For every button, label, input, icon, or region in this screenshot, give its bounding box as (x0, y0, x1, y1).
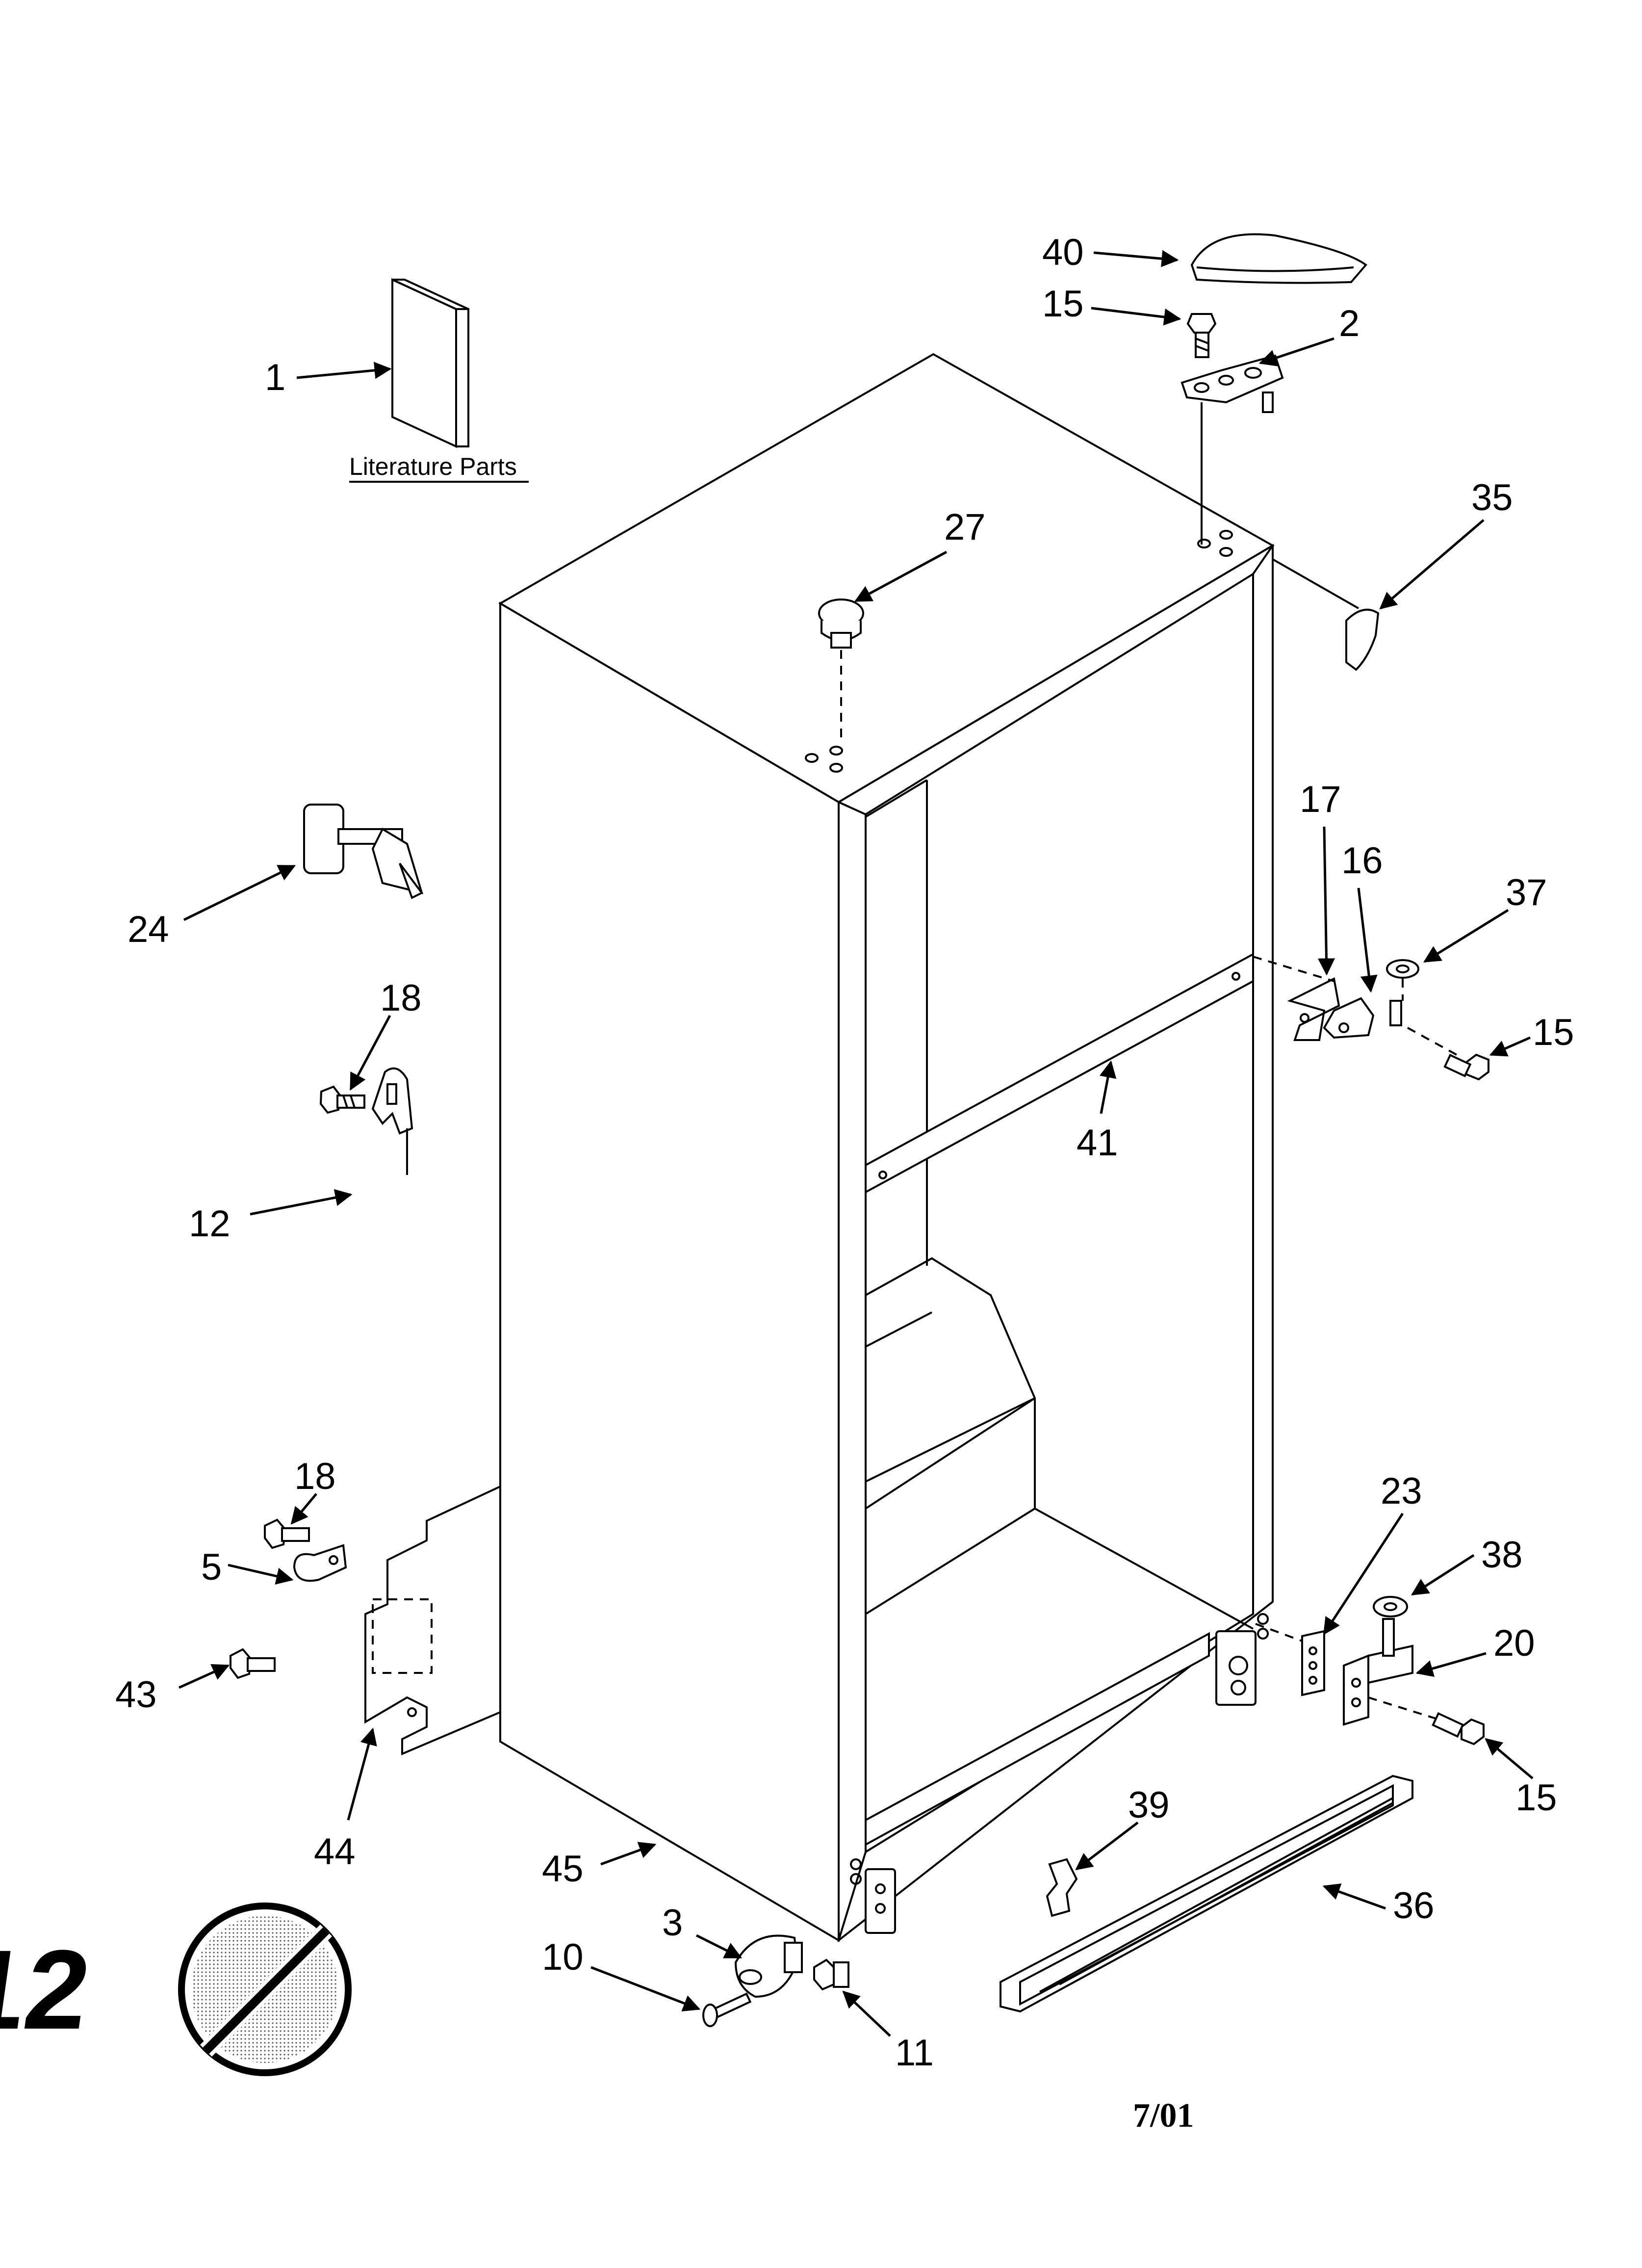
callout-36: 36 (1393, 1885, 1435, 1927)
center-hinge-bracket (1287, 977, 1340, 1041)
callout-18-lower: 18 (294, 1456, 336, 1497)
callout-15-upper-hinge: 15 (1533, 1012, 1574, 1053)
divider-rail (865, 952, 1254, 1194)
callout-labels: 1 40 15 2 35 27 24 18 12 17 16 37 15 41 … (115, 232, 1574, 2074)
refrigerator-cabinet (498, 353, 1275, 1943)
callout-2: 2 (1339, 303, 1360, 344)
screw-18-lower (264, 1518, 310, 1549)
callout-18-upper: 18 (380, 977, 422, 1019)
no-r12-symbol: R12 (0, 1903, 352, 2076)
callout-45: 45 (542, 1848, 584, 1890)
toe-grille (1000, 1774, 1413, 2013)
hinge-screw-lower (1432, 1712, 1485, 1746)
callout-43: 43 (115, 1674, 157, 1716)
callout-40: 40 (1042, 232, 1084, 273)
callout-15-lower-hinge: 15 (1515, 1777, 1557, 1819)
wire-clip (371, 1067, 413, 1175)
roller-pin (702, 1992, 752, 2027)
panel-screw (230, 1648, 276, 1679)
callout-38: 38 (1481, 1534, 1523, 1576)
hinge-washer-upper (1386, 959, 1419, 979)
callout-37: 37 (1506, 872, 1547, 913)
callout-10: 10 (542, 1936, 584, 1978)
callout-24: 24 (128, 909, 169, 950)
top-hinge (1180, 354, 1284, 545)
callout-44: 44 (314, 1831, 356, 1873)
callout-12: 12 (189, 1203, 231, 1245)
literature-parts-label: Literature Parts (349, 453, 517, 480)
callout-23: 23 (1381, 1470, 1422, 1512)
callout-15-top: 15 (1042, 283, 1084, 325)
lower-hinge (1343, 1618, 1413, 1726)
top-hinge-cover (1190, 233, 1367, 284)
callout-3: 3 (662, 1902, 683, 1944)
grille-clip (1046, 1858, 1078, 1917)
callout-27: 27 (944, 506, 986, 548)
top-plug-button (818, 599, 864, 741)
bracket-screw (813, 1958, 849, 1991)
lower-hinge-washer (1373, 1596, 1408, 1617)
center-hinge (1323, 997, 1402, 1039)
hinge-screw-upper (1443, 1053, 1489, 1081)
rear-access-panel (364, 1464, 501, 1756)
callout-41: 41 (1077, 1122, 1118, 1164)
hinge-plug (1345, 608, 1380, 671)
callout-1: 1 (265, 357, 285, 398)
callout-16: 16 (1341, 840, 1383, 882)
lower-hinge-shim (1301, 1630, 1325, 1696)
callout-17: 17 (1300, 779, 1341, 820)
revision-date: 7/01 (1133, 2097, 1194, 2135)
callout-11: 11 (895, 2032, 934, 2074)
r12-text: R12 (0, 1927, 98, 2053)
literature-parts-booklet (391, 278, 469, 448)
callout-5: 5 (201, 1546, 222, 1588)
callout-20: 20 (1493, 1622, 1535, 1664)
tube-clamp (293, 1544, 347, 1582)
roller-bracket (734, 1934, 803, 1998)
top-hinge-screw (1186, 313, 1217, 358)
door-stop-anchor (303, 804, 424, 899)
leader-lines (178, 250, 1534, 2037)
callout-35: 35 (1471, 477, 1513, 519)
callout-39: 39 (1128, 1784, 1170, 1826)
screw-18-upper (319, 1085, 365, 1114)
